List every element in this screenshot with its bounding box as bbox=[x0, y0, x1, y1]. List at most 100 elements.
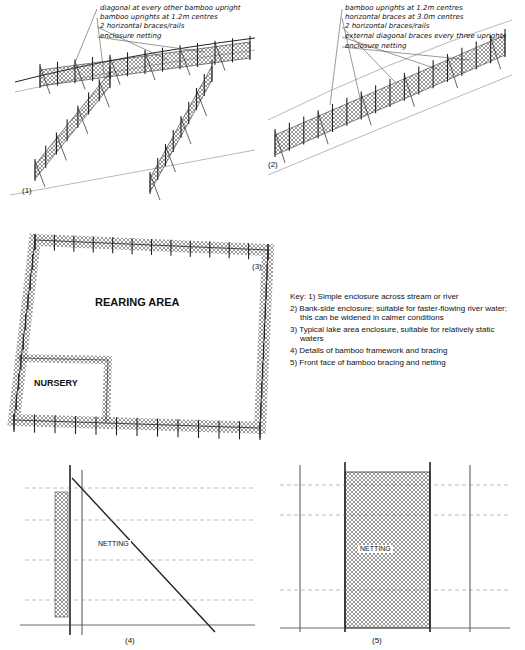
bamboo-stroke bbox=[346, 98, 347, 126]
bamboo-stroke bbox=[461, 48, 462, 76]
bamboo-stroke bbox=[145, 52, 155, 80]
bamboo-stroke bbox=[267, 244, 268, 260]
bankside-enclosure bbox=[268, 9, 512, 175]
bamboo-stroke bbox=[127, 52, 128, 76]
bamboo-stroke bbox=[109, 66, 110, 88]
bamboo-stroke bbox=[75, 416, 76, 434]
bamboo-stroke bbox=[263, 343, 264, 359]
bamboo-stroke bbox=[261, 382, 262, 398]
bamboo-stroke bbox=[170, 240, 171, 256]
bamboo-stroke bbox=[20, 354, 21, 370]
bamboo-stroke bbox=[34, 415, 35, 433]
bracing-detail bbox=[20, 465, 255, 635]
bamboo-stroke bbox=[92, 57, 93, 81]
bamboo-stroke bbox=[57, 62, 58, 86]
bamboo-stroke bbox=[476, 42, 477, 70]
annotation: 2 horizontal braces/rails bbox=[345, 22, 429, 30]
bamboo-stroke bbox=[204, 74, 205, 96]
figure-number: (2) bbox=[268, 160, 278, 169]
bamboo-stroke bbox=[132, 238, 133, 254]
bamboo-stroke bbox=[265, 303, 266, 319]
figure-number: (1) bbox=[22, 186, 32, 195]
annotation: external diagonal braces every three upr… bbox=[345, 32, 506, 40]
bamboo-stroke bbox=[190, 241, 191, 257]
bamboo-stroke bbox=[23, 334, 24, 350]
bamboo-stroke bbox=[136, 418, 137, 436]
key-entry: 5) Front face of bamboo bracing and nett… bbox=[290, 358, 516, 368]
bamboo-stroke bbox=[275, 131, 285, 163]
bamboo-stroke bbox=[198, 420, 199, 438]
bamboo-stroke bbox=[389, 79, 390, 107]
key-entry: 2) Bank-side enclosure; suitable for fas… bbox=[290, 304, 516, 323]
bamboo-stroke bbox=[259, 422, 260, 440]
bamboo-stroke bbox=[13, 414, 14, 432]
bamboo-stroke bbox=[303, 117, 304, 145]
bamboo-stroke bbox=[34, 234, 35, 250]
bamboo-stroke bbox=[332, 104, 333, 132]
bamboo-stroke bbox=[177, 419, 178, 437]
stream-enclosure bbox=[10, 9, 255, 200]
bamboo-stroke bbox=[211, 60, 212, 82]
bamboo-stroke bbox=[173, 130, 174, 152]
bamboo-stroke bbox=[180, 47, 190, 75]
bamboo-stroke bbox=[27, 294, 28, 310]
bamboo-stroke bbox=[215, 43, 225, 71]
part-label: NETTING bbox=[358, 545, 393, 553]
bamboo-stroke bbox=[491, 37, 501, 69]
bamboo-stroke bbox=[32, 254, 33, 270]
bamboo-stroke bbox=[88, 93, 89, 115]
bamboo-stroke bbox=[375, 85, 376, 113]
annotation: diagonal at every other bamboo upright bbox=[100, 4, 241, 12]
bamboo-stroke bbox=[112, 237, 113, 253]
figure-number: (3) bbox=[252, 262, 262, 271]
figure-number: (4) bbox=[125, 636, 135, 645]
front-face bbox=[280, 462, 510, 632]
bamboo-stroke bbox=[34, 234, 35, 250]
bamboo-stroke bbox=[188, 102, 189, 124]
bamboo-stroke bbox=[239, 421, 240, 439]
bamboo-stroke bbox=[54, 415, 55, 433]
bamboo-stroke bbox=[249, 36, 250, 60]
bamboo-stroke bbox=[162, 48, 163, 72]
bamboo-stroke bbox=[232, 38, 233, 62]
annotation: 2 horizontal braces/rails bbox=[100, 22, 184, 30]
bamboo-stroke bbox=[318, 112, 328, 144]
area-label: REARING AREA bbox=[95, 296, 180, 309]
bamboo-stroke bbox=[404, 75, 414, 107]
bamboo-stroke bbox=[266, 284, 267, 300]
bamboo-stroke bbox=[99, 81, 109, 107]
bamboo-stroke bbox=[166, 146, 176, 172]
annotation: horizontal braces at 3.0m centres bbox=[345, 13, 463, 21]
annotation: bamboo uprights at 1.2m centres bbox=[345, 4, 463, 12]
lake-enclosure bbox=[14, 234, 268, 440]
bamboo-stroke bbox=[289, 123, 290, 151]
bamboo-stroke bbox=[75, 61, 85, 89]
bamboo-stroke bbox=[157, 158, 158, 180]
bamboo-stroke bbox=[13, 414, 14, 430]
bamboo-stroke bbox=[248, 243, 249, 259]
figure-number: (5) bbox=[372, 636, 382, 645]
bamboo-stroke bbox=[16, 394, 17, 410]
bamboo-stroke bbox=[218, 421, 219, 439]
part-label: NETTING bbox=[96, 540, 131, 548]
key-entry: Key: 1) Simple enclosure across stream o… bbox=[290, 292, 516, 302]
bamboo-stroke bbox=[73, 236, 74, 252]
bamboo-stroke bbox=[267, 264, 268, 280]
bamboo-stroke bbox=[95, 417, 96, 435]
bamboo-stroke bbox=[181, 118, 191, 144]
bamboo-stroke bbox=[157, 419, 158, 437]
bamboo-stroke bbox=[78, 108, 88, 134]
bamboo-stroke bbox=[54, 235, 55, 251]
annotation: enclosure netting bbox=[345, 42, 406, 50]
bamboo-stroke bbox=[25, 314, 26, 330]
bamboo-stroke bbox=[18, 374, 19, 390]
bamboo-stroke bbox=[110, 57, 120, 85]
bamboo-stroke bbox=[433, 60, 434, 88]
bamboo-stroke bbox=[197, 43, 198, 67]
bamboo-stroke bbox=[67, 119, 68, 141]
bamboo-stroke bbox=[30, 274, 31, 290]
bamboo-stroke bbox=[40, 66, 50, 94]
bamboo-stroke bbox=[209, 242, 210, 258]
bamboo-stroke bbox=[264, 323, 265, 339]
key: Key: 1) Simple enclosure across stream o… bbox=[290, 292, 516, 369]
